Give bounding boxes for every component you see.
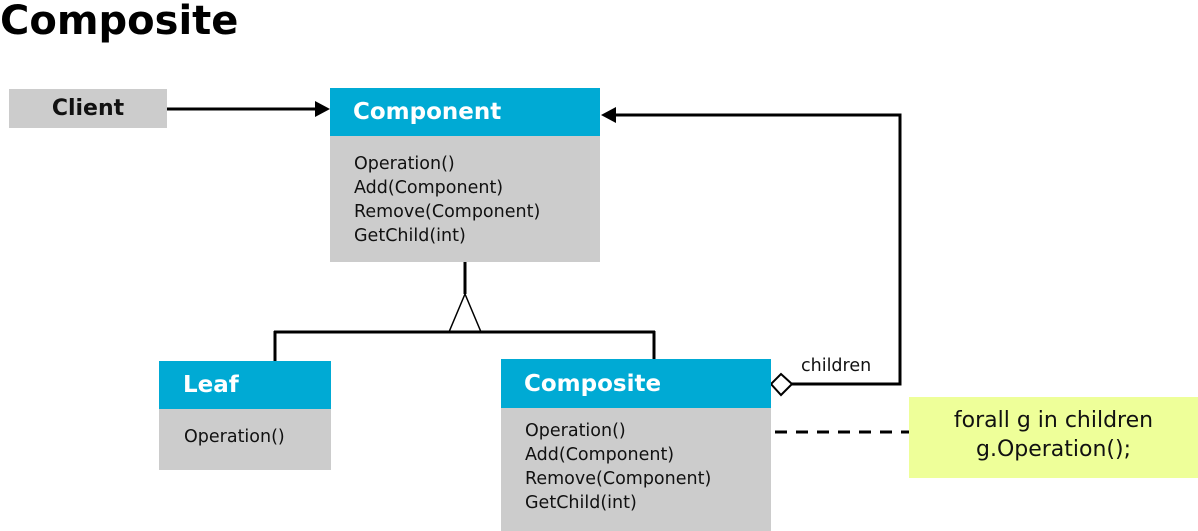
component-header: Component bbox=[330, 88, 600, 136]
component-name: Component bbox=[353, 99, 502, 125]
leaf-name: Leaf bbox=[183, 372, 239, 398]
component-class: Component Operation() Add(Component) Rem… bbox=[330, 88, 600, 262]
code-note: forall g in children g.Operation(); bbox=[909, 397, 1198, 478]
note-line: g.Operation(); bbox=[975, 437, 1132, 462]
inheritance-triangle bbox=[447, 292, 483, 333]
composite-op: GetChild(int) bbox=[525, 493, 637, 513]
component-op: Add(Component) bbox=[354, 178, 504, 198]
composite-class: Composite Operation() Add(Component) Rem… bbox=[501, 359, 771, 531]
composite-header: Composite bbox=[501, 359, 771, 408]
children-label: children bbox=[801, 356, 872, 376]
composite-operations: Operation() Add(Component) Remove(Compon… bbox=[501, 408, 771, 515]
leaf-operations: Operation() bbox=[159, 409, 331, 449]
children-aggregation-line bbox=[616, 113, 902, 386]
component-operations: Operation() Add(Component) Remove(Compon… bbox=[330, 136, 600, 248]
leaf-class: Leaf Operation() bbox=[159, 361, 331, 470]
client-arrowhead bbox=[315, 101, 330, 117]
component-arrowhead bbox=[601, 107, 616, 123]
note-line: forall g in children bbox=[953, 408, 1154, 433]
composite-op: Operation() bbox=[525, 421, 626, 441]
composite-op: Remove(Component) bbox=[525, 469, 712, 489]
component-op: Operation() bbox=[354, 154, 455, 174]
component-op: GetChild(int) bbox=[354, 226, 466, 246]
leaf-header: Leaf bbox=[159, 361, 331, 409]
component-op: Remove(Component) bbox=[354, 202, 541, 222]
aggregation-diamond bbox=[769, 372, 794, 397]
composite-name: Composite bbox=[524, 370, 662, 397]
client-label: Client bbox=[51, 96, 125, 121]
diagram-title: Composite bbox=[0, 0, 239, 44]
client-box: Client bbox=[9, 89, 167, 128]
leaf-op: Operation() bbox=[184, 427, 285, 447]
composite-op: Add(Component) bbox=[525, 445, 675, 465]
